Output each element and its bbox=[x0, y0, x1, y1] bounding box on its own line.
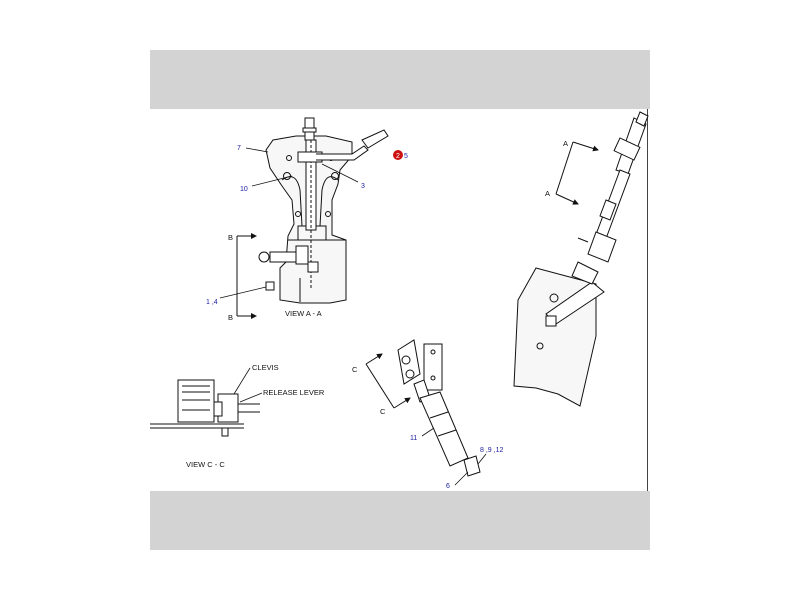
section-b-label-top: B bbox=[228, 233, 233, 242]
bottom-gray-band bbox=[150, 491, 650, 550]
diagram-right-border bbox=[647, 109, 648, 491]
section-c-label-bottom: C bbox=[380, 407, 386, 416]
section-a-label-top: A bbox=[563, 139, 568, 148]
callout-5[interactable]: 5 bbox=[404, 153, 408, 160]
hotspot-marker[interactable] bbox=[393, 150, 403, 160]
right-assembly bbox=[513, 111, 649, 407]
top-gray-band bbox=[150, 50, 650, 109]
view-aa-title: VIEW A - A bbox=[285, 309, 322, 318]
callout-3[interactable]: 3 bbox=[361, 183, 365, 190]
callout-1-4[interactable]: 1 ,4 bbox=[206, 299, 218, 306]
callout-7[interactable]: 7 bbox=[237, 145, 241, 152]
clevis-label: CLEVIS bbox=[252, 363, 279, 372]
section-b-label-bottom: B bbox=[228, 313, 233, 322]
section-b-line bbox=[236, 233, 257, 319]
callout-11[interactable]: 11 bbox=[410, 435, 417, 442]
view-cc-title: VIEW C - C bbox=[186, 460, 225, 469]
view-aa-leaders bbox=[219, 147, 359, 299]
view-cc-leaders bbox=[233, 367, 263, 403]
view-cc-assembly bbox=[150, 379, 260, 437]
section-c-label-top: C bbox=[352, 365, 358, 374]
section-a-line bbox=[555, 141, 599, 205]
callout-10[interactable]: 10 bbox=[240, 186, 248, 193]
callout-8-9-12[interactable]: 8 ,9 ,12 bbox=[480, 447, 503, 454]
section-a-label-bottom: A bbox=[545, 189, 550, 198]
cylinder-leaders bbox=[421, 427, 487, 486]
hotspot-label: 2 bbox=[396, 153, 400, 160]
release-lever-label: RELEASE LEVER bbox=[263, 388, 325, 397]
view-aa-assembly bbox=[258, 117, 389, 304]
callout-6[interactable]: 6 bbox=[446, 483, 450, 490]
cylinder-detail bbox=[397, 339, 481, 477]
section-c-line bbox=[365, 353, 411, 409]
